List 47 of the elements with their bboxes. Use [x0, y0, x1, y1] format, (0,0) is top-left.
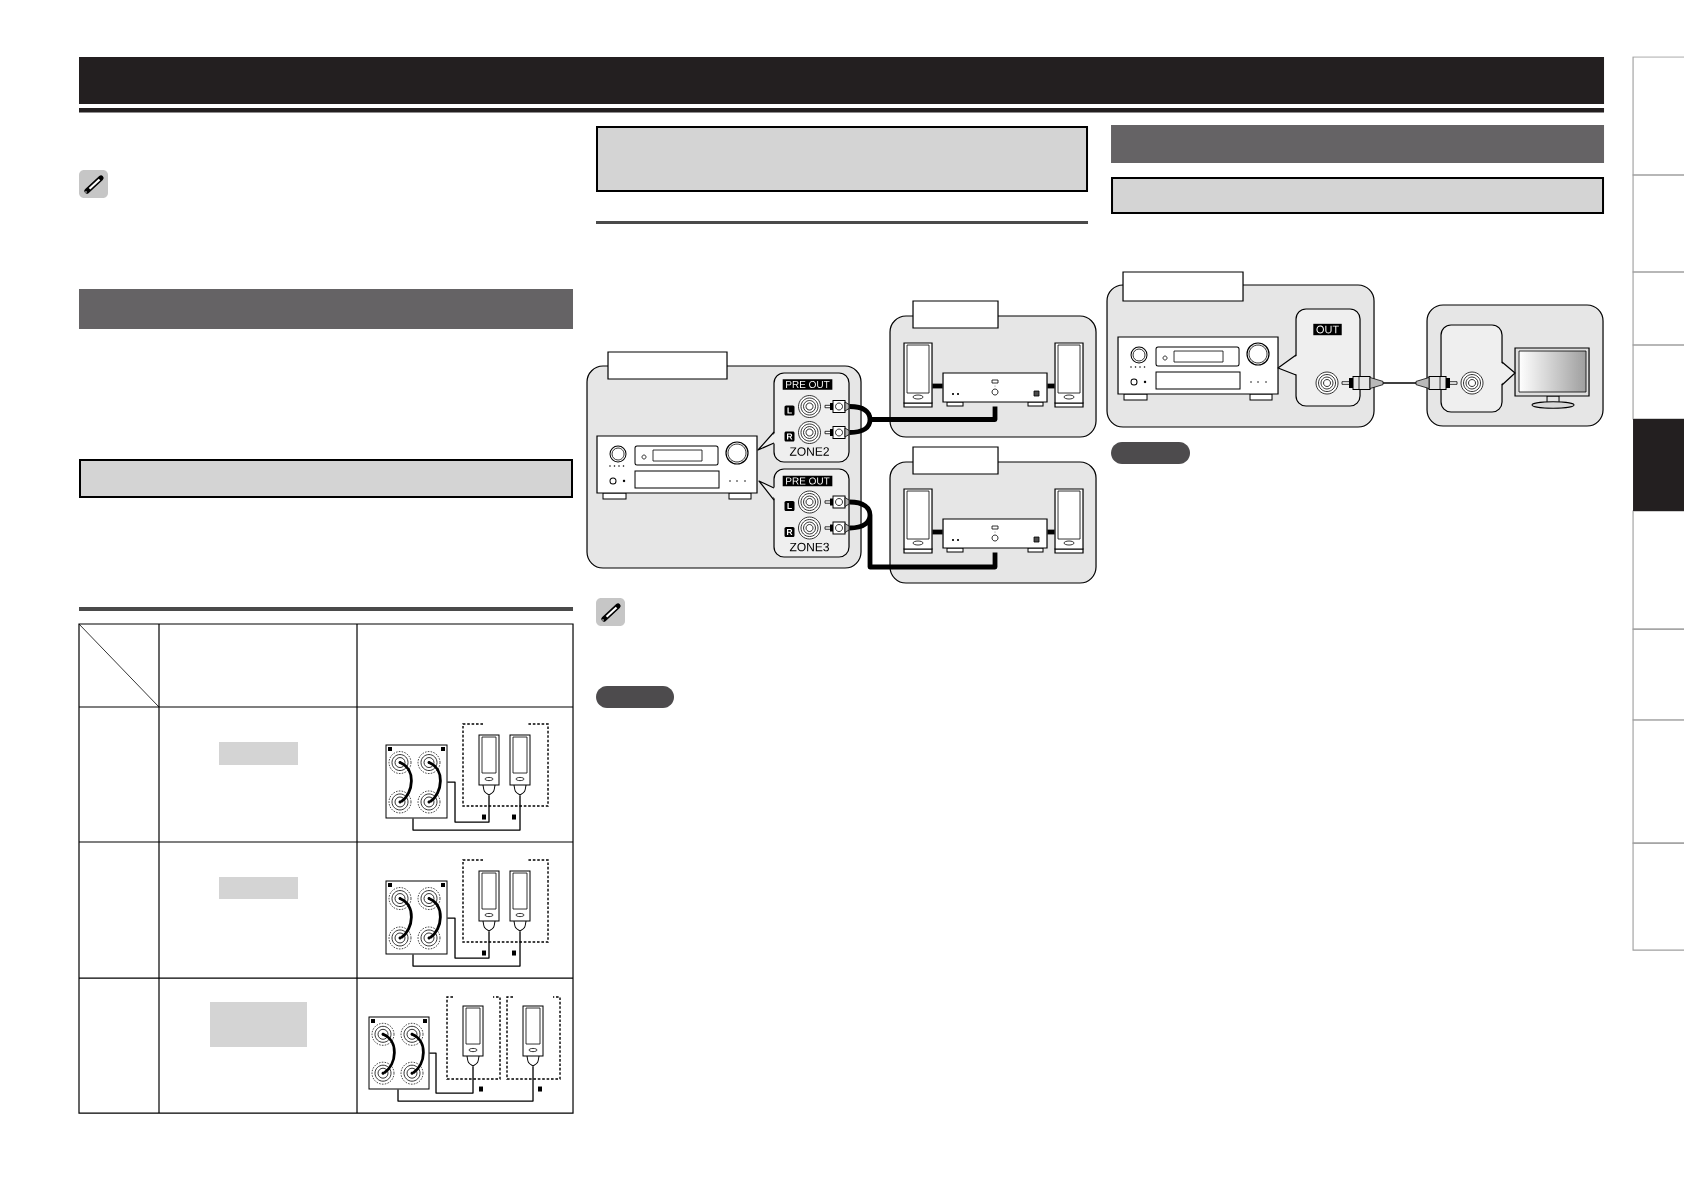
- speaker: [522, 1005, 544, 1067]
- speaker: [509, 870, 531, 932]
- label-pill: [596, 686, 674, 708]
- speaker-cable: [1047, 383, 1055, 389]
- name-plate: [912, 446, 999, 475]
- speaker: [1054, 488, 1084, 554]
- index-tab: [1633, 419, 1684, 511]
- speaker: [478, 870, 500, 932]
- subheading-box: [79, 459, 573, 498]
- channel-label: R: [784, 527, 795, 537]
- speaker-cable: [1047, 529, 1055, 535]
- section-heading-bar: [79, 289, 573, 329]
- name-plate: [607, 351, 728, 380]
- terminal-panel: [385, 744, 448, 819]
- speaker: [462, 1005, 484, 1067]
- speaker: [478, 734, 500, 796]
- amplifier: [942, 372, 1048, 407]
- terminal-panel: [368, 1016, 430, 1090]
- speaker-wire: [428, 1052, 474, 1094]
- speaker-wire: [412, 930, 521, 967]
- speaker-cable: [932, 529, 943, 535]
- speaker: [1054, 342, 1084, 408]
- port-label: PRE OUT: [782, 475, 833, 487]
- channel-label: R: [784, 431, 795, 442]
- speaker-wire: [397, 1065, 534, 1102]
- speaker-cable: [932, 383, 943, 389]
- cable: [824, 400, 998, 439]
- port-label: PRE OUT: [782, 379, 833, 390]
- name-plate: [912, 300, 999, 329]
- speaker-wire: [446, 781, 490, 823]
- subheading-box: [596, 126, 1088, 192]
- amplifier: [942, 518, 1048, 553]
- speaker: [903, 342, 933, 408]
- section-heading-bar: [1111, 125, 1605, 163]
- terminal-panel: [385, 880, 448, 955]
- cable: [1341, 376, 1458, 390]
- channel-label: L: [784, 405, 795, 416]
- name-plate: [1122, 271, 1244, 302]
- label-pill: [1111, 442, 1190, 464]
- subheading-box: [1111, 177, 1605, 214]
- speaker: [903, 488, 933, 554]
- cable: [824, 495, 998, 570]
- speaker: [509, 734, 531, 796]
- speaker-wire: [446, 917, 490, 959]
- speaker-wire: [412, 794, 521, 831]
- channel-label: L: [784, 501, 795, 511]
- title-bar: [79, 57, 1605, 104]
